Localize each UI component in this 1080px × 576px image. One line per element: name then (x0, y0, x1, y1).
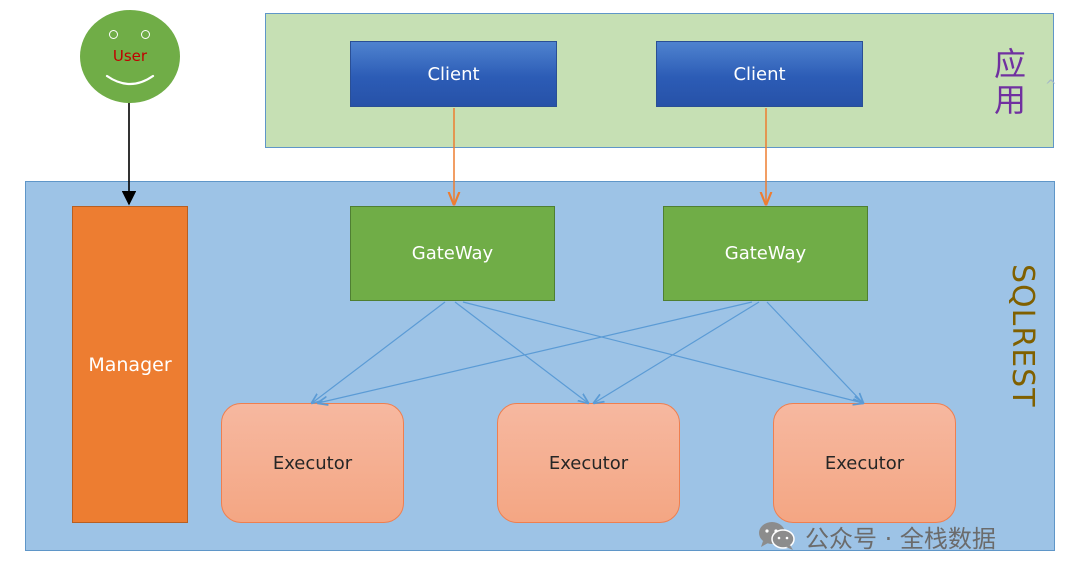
gateway-node-1: GateWay (350, 206, 555, 301)
sqlrest-layer-label: SQLREST (1005, 264, 1040, 408)
application-layer-label-text: 应用 (985, 46, 1035, 118)
user-right-eye (141, 30, 150, 39)
gateway-node-2: GateWay (663, 206, 868, 301)
user-label: User (112, 47, 148, 65)
executor-node-1: Executor (221, 403, 404, 523)
user-avatar (80, 10, 180, 103)
watermark: 公众号 · 全栈数据 (757, 516, 996, 556)
application-layer-label-char-2: 用 (993, 81, 1026, 119)
caret-up-icon: ^ (1045, 78, 1057, 94)
wechat-icon (759, 522, 795, 550)
executor-node-2: Executor (497, 403, 680, 523)
watermark-text: 公众号 · 全栈数据 (805, 524, 996, 553)
application-layer-label-char-1: 应 (993, 45, 1026, 83)
client-node-1: Client (350, 41, 557, 107)
client-node-2: Client (656, 41, 863, 107)
manager-node: Manager (72, 206, 188, 523)
application-layer-label: 应用 (985, 46, 1035, 118)
user-left-eye (109, 30, 118, 39)
executor-node-3: Executor (773, 403, 956, 523)
